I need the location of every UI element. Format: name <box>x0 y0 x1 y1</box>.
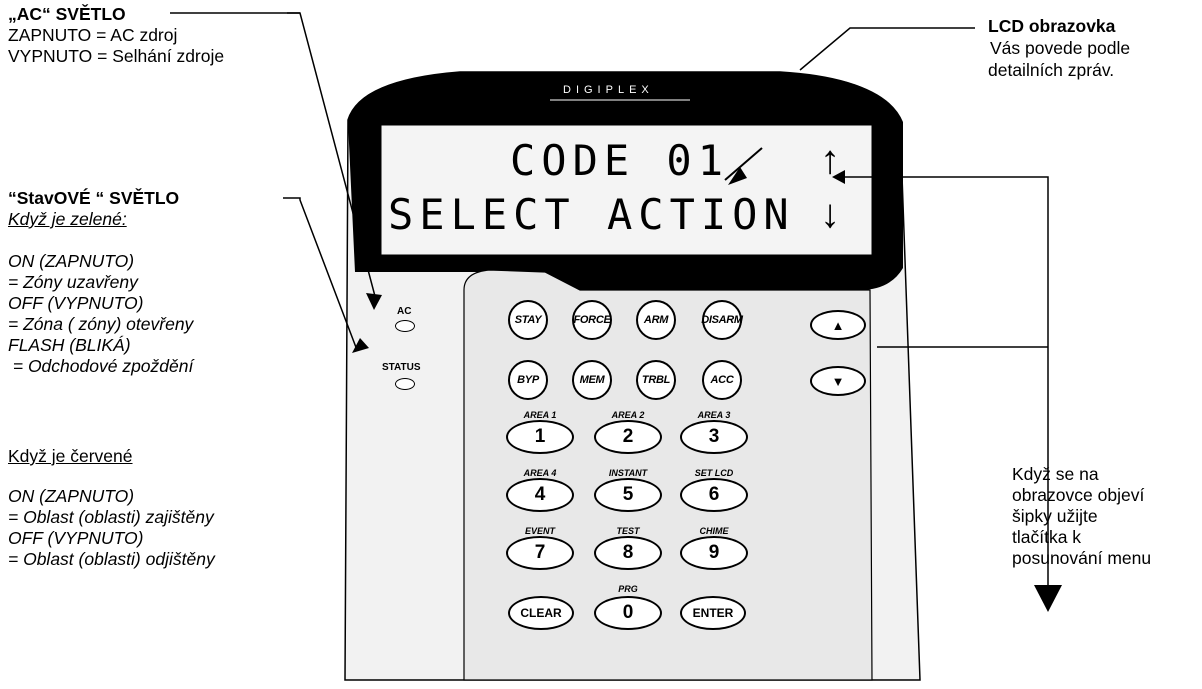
key-9-label: CHIME <box>699 526 729 536</box>
scroll-callout-line: tlačítka k <box>1012 527 1082 547</box>
stay-key[interactable]: STAY <box>508 300 548 340</box>
key-3[interactable]: 3 <box>680 420 748 454</box>
status-green-line: = Odchodové zpoždění <box>8 356 194 376</box>
lcd-window <box>380 124 873 256</box>
ac-callout-line2: VYPNUTO = Selhání zdroje <box>8 46 225 66</box>
status-green-line: ON (ZAPNUTO) <box>8 251 135 271</box>
lcd-callout-title: LCD obrazovka <box>988 16 1116 36</box>
key-4-label: AREA 4 <box>523 468 557 478</box>
key-1[interactable]: 1 <box>506 420 574 454</box>
key-6[interactable]: 6 <box>680 478 748 512</box>
key-9[interactable]: 9 <box>680 536 748 570</box>
acc-key[interactable]: ACC <box>702 360 742 400</box>
status-green-heading: Když je zelené: <box>8 209 127 229</box>
key-1-label: AREA 1 <box>523 410 557 420</box>
status-green-line: = Zóny uzavřeny <box>8 272 138 292</box>
lcd-right-arrowhead <box>832 170 845 184</box>
scroll-callout-line: šipky užijte <box>1012 506 1098 526</box>
status-red-line: = Oblast (oblasti) odjištěny <box>8 549 215 569</box>
byp-key[interactable]: BYP <box>508 360 548 400</box>
status-callout-title: “StavOVÉ “ SVĚTLO <box>8 188 180 208</box>
key-2-label: AREA 2 <box>611 410 645 420</box>
key-6-label: SET LCD <box>694 468 734 478</box>
clear-key[interactable]: CLEAR <box>508 596 574 630</box>
scroll-callout-line: posunování menu <box>1012 548 1152 568</box>
lcd-line-2: SELECT ACTION <box>388 190 795 239</box>
disarm-key[interactable]: DISARM <box>701 300 743 340</box>
status-arrowhead <box>352 338 369 353</box>
lcd-arrowhead <box>728 167 747 185</box>
status-connector-line <box>283 197 358 351</box>
ac-callout-title: „AC“ SVĚTLO <box>8 4 126 24</box>
lcd-callout-line1: Vás povede podle <box>990 38 1131 58</box>
status-green-line: = Zóna ( zóny) otevřeny <box>8 314 194 334</box>
enter-key[interactable]: ENTER <box>680 596 746 630</box>
trbl-key[interactable]: TRBL <box>636 360 676 400</box>
mem-key[interactable]: MEM <box>572 360 612 400</box>
lcd-arrow-line <box>724 147 763 181</box>
scroll-connector-line-lcd <box>843 176 1049 585</box>
key-5-label: INSTANT <box>608 468 648 478</box>
status-red-line: ON (ZAPNUTO) <box>8 486 135 506</box>
lcd-callout-line2: detailních zpráv. <box>988 60 1115 80</box>
brand-logo: DIGIPLEX <box>563 84 654 96</box>
led-status <box>395 378 415 390</box>
key-7[interactable]: 7 <box>506 536 574 570</box>
scroll-down-button[interactable]: ▼ <box>810 366 866 396</box>
status-red-heading: Když je červené <box>8 446 133 466</box>
led-ac-label: AC <box>397 306 412 317</box>
lcd-up-arrow-icon: ↑ <box>820 138 840 182</box>
key-0[interactable]: 0 <box>594 596 662 630</box>
scroll-up-button[interactable]: ▲ <box>810 310 866 340</box>
led-status-label: STATUS <box>382 362 421 373</box>
led-ac <box>395 320 415 332</box>
key-2[interactable]: 2 <box>594 420 662 454</box>
scroll-callout-line: Když se na <box>1012 464 1099 484</box>
lcd-connector-line <box>799 27 975 71</box>
status-green-line: FLASH (BLIKÁ) <box>8 335 131 355</box>
key-8[interactable]: 8 <box>594 536 662 570</box>
key-7-label: EVENT <box>524 526 555 536</box>
key-0-label: PRG <box>618 584 638 594</box>
status-red-line: OFF (VYPNUTO) <box>8 528 144 548</box>
scroll-arrowhead <box>1034 585 1062 612</box>
key-5[interactable]: 5 <box>594 478 662 512</box>
lcd-line-1: CODE 01 <box>510 136 730 185</box>
status-red-line: = Oblast (oblasti) zajištěny <box>8 507 214 527</box>
status-green-line: OFF (VYPNUTO) <box>8 293 144 313</box>
scroll-callout-line: obrazovce objeví <box>1012 485 1145 505</box>
key-4[interactable]: 4 <box>506 478 574 512</box>
ac-callout-line1: ZAPNUTO = AC zdroj <box>8 25 178 45</box>
key-3-label: AREA 3 <box>697 410 731 420</box>
key-8-label: TEST <box>616 526 640 536</box>
ac-arrowhead <box>366 293 382 310</box>
force-key[interactable]: FORCE <box>572 300 612 340</box>
arm-key[interactable]: ARM <box>636 300 676 340</box>
lcd-down-arrow-icon: ↓ <box>820 192 840 236</box>
key-panel <box>463 269 873 681</box>
